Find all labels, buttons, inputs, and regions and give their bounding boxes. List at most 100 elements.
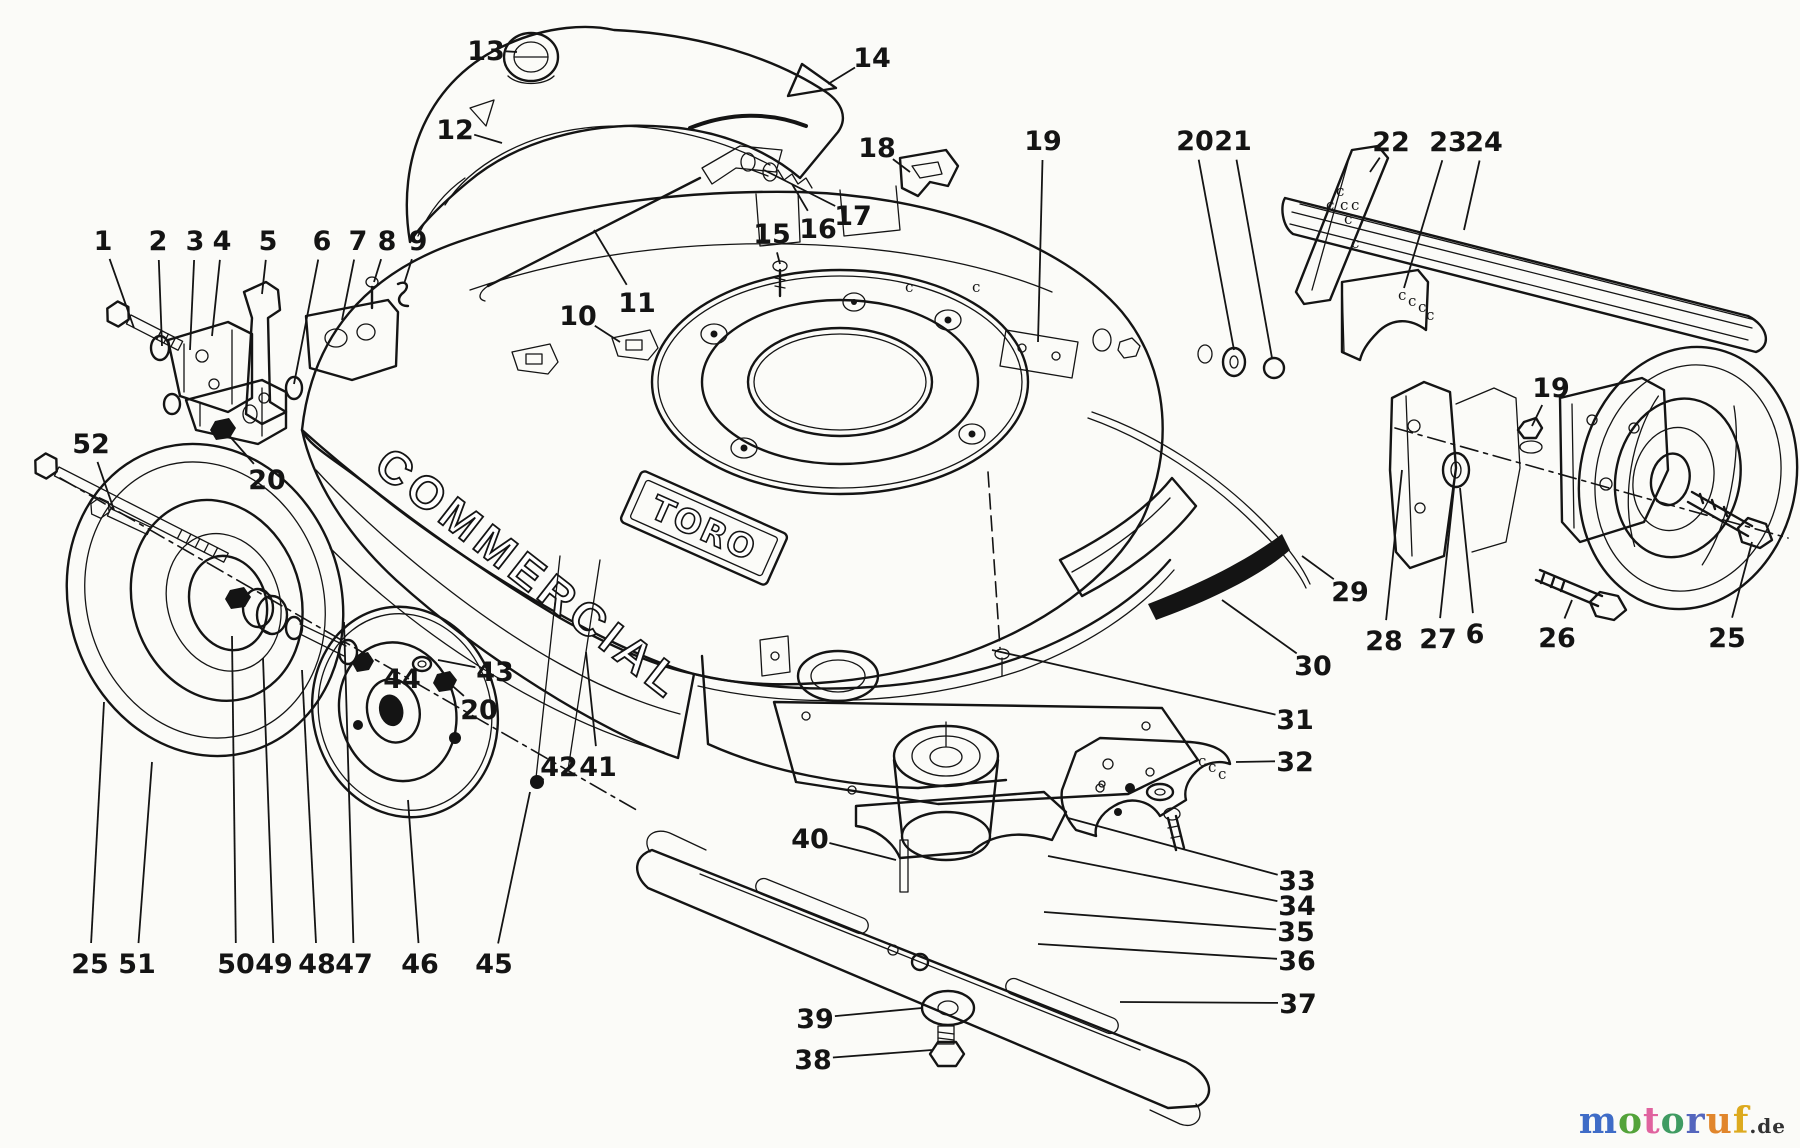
leader-line bbox=[225, 431, 255, 465]
casting-mark: c bbox=[1344, 210, 1352, 228]
leader-line bbox=[991, 649, 1276, 716]
part-label: 24 bbox=[1465, 127, 1503, 158]
handle-channel-assembly bbox=[1281, 144, 1767, 362]
casting-mark: c bbox=[1398, 286, 1406, 304]
part-label: 2 bbox=[149, 226, 168, 257]
leader-line bbox=[341, 259, 355, 321]
leader-line bbox=[541, 778, 545, 781]
leader-line bbox=[763, 169, 836, 207]
casting-mark: c bbox=[1408, 292, 1416, 310]
toro-badge-text: TORO bbox=[645, 488, 763, 569]
part-label: 44 bbox=[383, 664, 421, 695]
part-label: 52 bbox=[72, 429, 110, 460]
watermark-letter: f bbox=[1732, 1100, 1750, 1142]
part-label: 7 bbox=[349, 226, 368, 257]
rear-bracket-cluster bbox=[1087, 376, 1670, 622]
rear-wheel bbox=[1394, 345, 1799, 611]
part-label: 37 bbox=[1279, 989, 1317, 1020]
leader-line bbox=[829, 842, 897, 861]
watermark-letter: r bbox=[1685, 1100, 1706, 1142]
leader-line bbox=[447, 681, 465, 697]
leader-line bbox=[373, 258, 382, 283]
leader-line bbox=[1037, 159, 1044, 343]
leader-line bbox=[211, 259, 221, 337]
part-label: 41 bbox=[579, 752, 617, 783]
leader-line bbox=[1731, 541, 1753, 618]
part-label: 6 bbox=[1466, 619, 1485, 650]
part-label: 39 bbox=[796, 1004, 834, 1035]
support-bracket bbox=[1060, 736, 1232, 838]
leader-line bbox=[1403, 159, 1444, 289]
part-label: 43 bbox=[476, 657, 514, 688]
casting-mark: c bbox=[1336, 182, 1344, 200]
watermark-logo: motoruf.de bbox=[1579, 1100, 1786, 1142]
hood-screw bbox=[772, 260, 788, 298]
watermark-letter: o bbox=[1618, 1100, 1644, 1142]
engine-mount-ring bbox=[650, 268, 1030, 496]
leader-line bbox=[1047, 855, 1278, 902]
part-label: 30 bbox=[1294, 651, 1332, 682]
front-wheel bbox=[34, 442, 641, 819]
part-label: 22 bbox=[1372, 127, 1410, 158]
leader-line bbox=[1563, 599, 1573, 619]
leader-line bbox=[593, 229, 628, 286]
leader-line bbox=[231, 635, 237, 944]
leader-line bbox=[108, 258, 135, 329]
casting-mark: c bbox=[1340, 196, 1348, 214]
part-label: 25 bbox=[1708, 623, 1746, 654]
watermark-suffix: .de bbox=[1749, 1114, 1786, 1138]
part-label: 27 bbox=[1419, 624, 1457, 655]
leader-line bbox=[1235, 760, 1276, 763]
leader-line bbox=[262, 657, 275, 944]
part-label: 25 bbox=[71, 949, 109, 980]
leader-line bbox=[90, 701, 105, 944]
casting-mark: c bbox=[972, 278, 980, 296]
part-label: 20 bbox=[1176, 126, 1214, 157]
part-label: 26 bbox=[1538, 623, 1576, 654]
casting-mark: c bbox=[1351, 234, 1359, 252]
part-label: 36 bbox=[1278, 946, 1316, 977]
part-label: 5 bbox=[259, 226, 278, 257]
leader-line bbox=[1439, 487, 1455, 619]
part-label: 28 bbox=[1365, 626, 1403, 657]
leader-line bbox=[1067, 817, 1278, 876]
leader-line bbox=[1221, 599, 1298, 655]
leader-line bbox=[1043, 911, 1277, 931]
leader-line bbox=[1119, 1001, 1279, 1004]
part-label: 14 bbox=[853, 43, 891, 74]
leader-line bbox=[1385, 469, 1403, 621]
leader-line bbox=[1369, 157, 1381, 173]
part-label: 19 bbox=[1532, 373, 1570, 404]
watermark-letter: u bbox=[1705, 1100, 1733, 1142]
part-label: 1 bbox=[94, 226, 113, 257]
leader-line bbox=[892, 158, 911, 173]
part-label: 9 bbox=[409, 226, 428, 257]
part-label: 21 bbox=[1214, 126, 1252, 157]
casting-mark: c bbox=[1418, 298, 1426, 316]
leader-line bbox=[497, 791, 531, 944]
part-label: 50 bbox=[217, 949, 255, 980]
part-label: 46 bbox=[401, 949, 439, 980]
part-label: 19 bbox=[1024, 126, 1062, 157]
leader-line bbox=[473, 133, 503, 144]
part-label: 38 bbox=[794, 1045, 832, 1076]
part-label: 31 bbox=[1276, 705, 1314, 736]
part-label: 34 bbox=[1278, 891, 1316, 922]
leader-line bbox=[585, 651, 597, 747]
front-axle-bolt bbox=[34, 452, 229, 563]
leader-line bbox=[1037, 943, 1278, 960]
part-label: 10 bbox=[559, 301, 597, 332]
leader-line bbox=[1459, 487, 1474, 614]
leader-line bbox=[189, 259, 195, 351]
part-label: 8 bbox=[378, 226, 397, 257]
part-label: 20 bbox=[248, 465, 286, 496]
part-label: 12 bbox=[436, 115, 474, 146]
part-label: 4 bbox=[213, 226, 232, 257]
watermark-letter: t bbox=[1643, 1100, 1661, 1142]
gas-cap bbox=[502, 31, 560, 85]
part-label: 47 bbox=[335, 949, 373, 980]
shoulder-bolt bbox=[90, 497, 152, 536]
casting-mark: c bbox=[1198, 752, 1206, 770]
